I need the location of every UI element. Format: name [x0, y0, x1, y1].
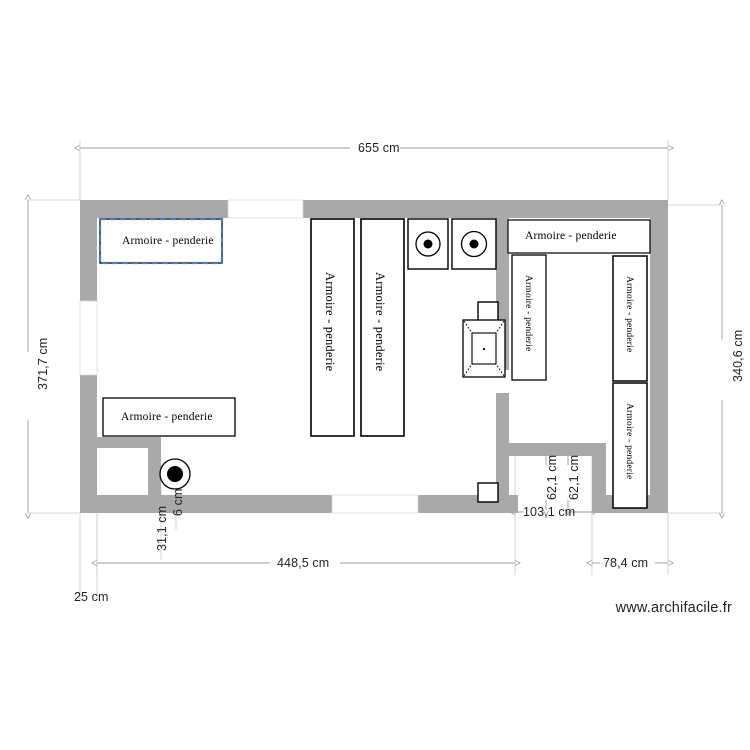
- wardrobe-right-upper-box: [612, 255, 648, 382]
- wall-partition-left-horiz: [97, 437, 148, 448]
- wardrobe-center-b-box: [360, 218, 405, 437]
- wardrobe-center-a-label: Armoire - penderie: [323, 272, 337, 372]
- dimension-right-overall: 340,6 cm: [731, 329, 745, 382]
- wardrobe-right-lower-label: Armoire - penderie: [624, 403, 634, 480]
- dimension-offset-y: 6 cm: [171, 488, 185, 517]
- dimension-left-overall: 371,7 cm: [36, 337, 50, 390]
- dimension-alcove-depth-b: 62,1 cm: [567, 454, 581, 500]
- wall-alcove-right: [592, 443, 606, 499]
- wall-top-left: [80, 200, 228, 218]
- sink-basin: [462, 319, 506, 378]
- wall-top-right: [303, 200, 668, 218]
- wardrobe-left-lower-label: Armoire - penderie: [121, 411, 213, 423]
- sink-drain: [482, 347, 486, 351]
- dimension-alcove-depth-a: 62,1 cm: [545, 454, 559, 500]
- wardrobe-mid-right-label: Armoire - penderie: [523, 275, 533, 352]
- hob-left-burner: [423, 239, 433, 249]
- wardrobe-center-a-box: [310, 218, 355, 437]
- wall-left-upper: [80, 200, 97, 301]
- hob-right: [451, 218, 497, 270]
- wall-alcove-top: [509, 443, 606, 456]
- tap-upper-icon: [477, 301, 499, 322]
- dimension-lines: [28, 148, 722, 563]
- wardrobe-top-right-label: Armoire - penderie: [525, 230, 617, 242]
- fixtures[interactable]: [159, 218, 506, 503]
- hob-right-burner: [469, 239, 479, 249]
- tap-lower-icon: [477, 482, 499, 503]
- hob-left-ring: [415, 231, 441, 257]
- dimension-alcove-width: 103,1 cm: [523, 505, 576, 519]
- drain-center: [167, 466, 183, 482]
- wardrobe-right-lower-box: [612, 382, 648, 509]
- wall-partition-left-vert: [148, 437, 161, 497]
- wall-center-lower: [496, 393, 509, 495]
- sink-corner-bl: [463, 363, 473, 377]
- wardrobe-right-upper-label: Armoire - penderie: [624, 276, 634, 353]
- wardrobe-top-left-label: Armoire - penderie: [122, 235, 214, 247]
- dimension-bottom-left: 448,5 cm: [277, 556, 330, 570]
- site-watermark: www.archifacile.fr: [615, 600, 732, 616]
- wall-bottom-right: [418, 495, 518, 513]
- dimension-top-overall: 655 cm: [358, 141, 400, 155]
- wardrobe-top-right-box: [507, 219, 651, 254]
- wardrobe-left-lower-box: [102, 397, 236, 437]
- sink-corner-br: [495, 363, 505, 377]
- hob-left: [407, 218, 449, 270]
- dimension-corner-offset: 25 cm: [74, 590, 109, 604]
- hob-right-ring: [460, 230, 488, 258]
- wardrobe-mid-right-box: [511, 254, 547, 381]
- drain-left: [159, 458, 191, 490]
- wall-right: [650, 200, 668, 513]
- walls[interactable]: [80, 200, 668, 513]
- wall-left-lower: [80, 375, 97, 513]
- dimension-bottom-right: 78,4 cm: [603, 556, 649, 570]
- sink-corner-tl: [463, 320, 473, 334]
- sink-corner-tr: [495, 320, 505, 334]
- wardrobe-top-left-box: [99, 218, 223, 264]
- wardrobe-top-left-select: [98, 217, 224, 265]
- dimension-offset-x: 31,1 cm: [155, 505, 169, 551]
- furniture-boxes[interactable]: [98, 217, 651, 509]
- wall-bottom-left: [80, 495, 332, 513]
- wall-outlines: [79, 199, 419, 514]
- wardrobe-center-b-label: Armoire - penderie: [373, 272, 387, 372]
